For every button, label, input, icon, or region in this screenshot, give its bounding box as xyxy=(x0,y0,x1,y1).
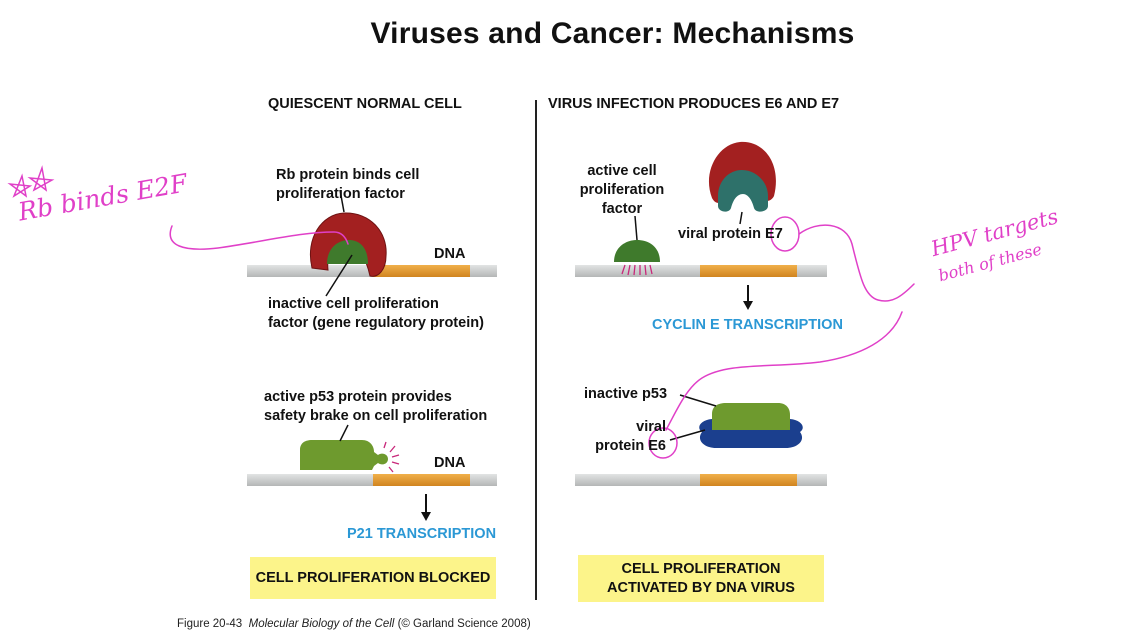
handwritten-annotations xyxy=(7,165,915,459)
p53-label-line: safety brake on cell proliferation xyxy=(264,408,488,424)
dna-strand-right-top xyxy=(575,265,827,277)
caption-book-title: Molecular Biology of the Cell xyxy=(248,618,395,630)
inactive-label-line: inactive cell proliferation xyxy=(268,296,439,312)
p53-label-line: active p53 protein provides xyxy=(264,389,452,405)
e7-label: viral protein E7 xyxy=(678,226,783,242)
cyclin-e-transcription-label: CYCLIN E TRANSCRIPTION xyxy=(652,317,843,333)
inactive-label-line: factor (gene regulatory protein) xyxy=(268,315,484,331)
active-factor-label: active cell proliferation factor xyxy=(574,162,670,219)
result-line: CELL PROLIFERATION xyxy=(621,560,781,577)
result-box-activated: CELL PROLIFERATION ACTIVATED BY DNA VIRU… xyxy=(578,555,824,602)
p53-active-shape xyxy=(300,440,388,470)
inactive-factor-shape xyxy=(327,240,368,264)
left-panel-heading: QUIESCENT NORMAL CELL xyxy=(268,96,462,112)
star-icon xyxy=(27,165,55,192)
rb-protein-label: Rb protein binds cell proliferation fact… xyxy=(276,166,419,204)
dna-strand-left-bottom xyxy=(247,474,497,486)
active-factor-label-line: factor xyxy=(601,201,643,217)
caption-credit: (© Garland Science 2008) xyxy=(397,618,531,630)
arrow-down-left-icon xyxy=(421,512,431,521)
arrow-down-right-icon xyxy=(743,301,753,310)
p21-transcription-label: P21 TRANSCRIPTION xyxy=(347,526,497,542)
active-factor-label-line: proliferation xyxy=(579,182,665,198)
star-icon xyxy=(7,173,33,198)
slide-title: Viruses and Cancer: Mechanisms xyxy=(370,17,855,50)
e6-label-line: viral xyxy=(636,419,666,435)
caption-figure-number: Figure 20-43 xyxy=(177,618,243,630)
dna-label: DNA xyxy=(434,455,466,471)
inactive-factor-label: inactive cell proliferation factor (gene… xyxy=(268,295,484,333)
p53-inactive-shape xyxy=(712,403,790,430)
e7-protein-shape xyxy=(718,170,768,212)
inactive-p53-label: inactive p53 xyxy=(584,386,668,402)
right-panel-heading: VIRUS INFECTION PRODUCES E6 AND E7 xyxy=(548,96,840,112)
active-factor-shape xyxy=(614,240,660,262)
rb-label-line: proliferation factor xyxy=(276,186,405,202)
active-factor-label-line: active cell xyxy=(587,163,657,179)
active-factor-signal-marks xyxy=(621,264,653,276)
dna-strand-right-bottom xyxy=(575,474,827,486)
rb-label-line: Rb protein binds cell xyxy=(276,167,420,183)
figure-caption: Figure 20-43 Molecular Biology of the Ce… xyxy=(177,618,531,630)
panel-divider xyxy=(535,100,537,600)
p53-active-label: active p53 protein provides safety brake… xyxy=(264,388,487,426)
p53-signal-marks xyxy=(383,441,400,473)
result-box-blocked: CELL PROLIFERATION BLOCKED xyxy=(250,557,496,599)
e6-label: viral protein E6 xyxy=(586,418,666,456)
dna-label: DNA xyxy=(434,246,466,262)
result-line: ACTIVATED BY DNA VIRUS xyxy=(607,579,795,596)
e6-label-line: protein E6 xyxy=(595,438,666,454)
